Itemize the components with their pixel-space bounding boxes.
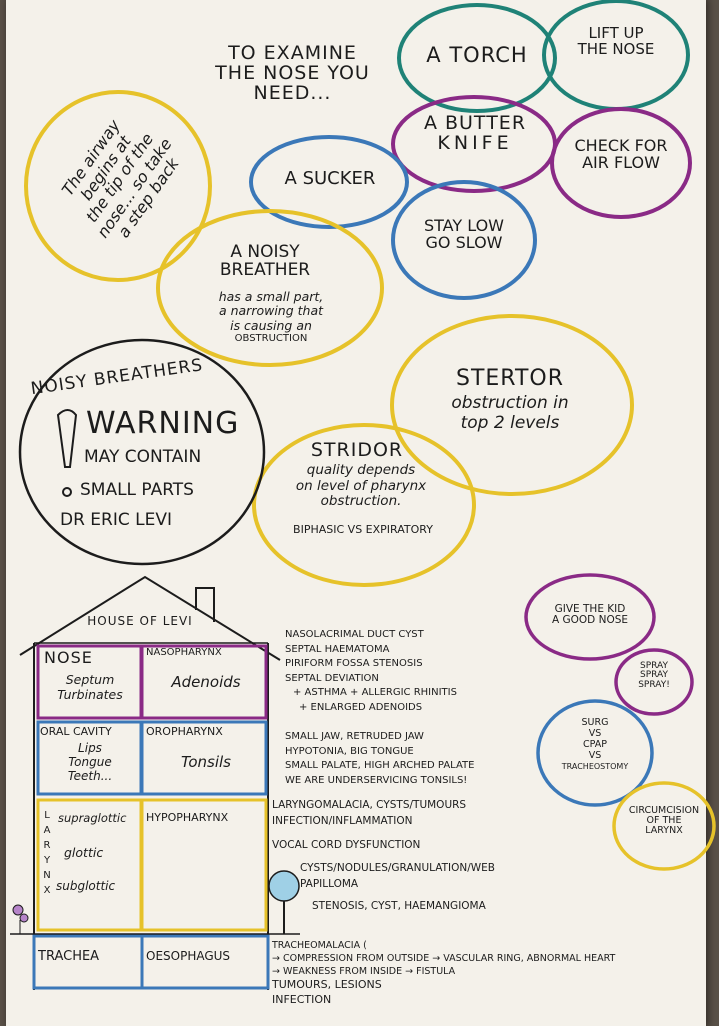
hypopharynx-label: HYPOPHARYNX: [146, 811, 229, 824]
notes-nose: NASOLACRIMAL DUCT CYST SEPTAL HAEMATOMA …: [285, 629, 457, 713]
stridor-foot: BIPHASIC VS EXPIRATORY: [293, 523, 433, 536]
exclamation-mark: [56, 409, 78, 468]
spray-bubble: [614, 648, 694, 716]
nose-label: NOSE: [44, 648, 93, 667]
sucker-bubble: [249, 135, 409, 229]
house-chimney: [195, 587, 215, 622]
noisy-breather-bubble: [156, 209, 384, 367]
circumcision-bubble: [612, 781, 716, 871]
oral-cavity-label: ORAL CAVITY: [40, 725, 112, 738]
stridor-body: quality depends on level of pharynx obst…: [295, 462, 427, 510]
larynx-glottic: glottic: [64, 845, 104, 860]
larynx-subglottic: subglottic: [56, 879, 116, 893]
oropharynx-sub: Tonsils: [181, 753, 231, 771]
stertor-bubble: [390, 314, 634, 496]
oesophagus-label: OESOPHAGUS: [146, 949, 231, 963]
trachea-label: TRACHEA: [38, 949, 100, 964]
torch-bubble: [397, 3, 557, 113]
notes-trachea: TRACHEOMALACIA ( → COMPRESSION FROM OUTS…: [272, 940, 616, 1007]
airway-bubble: [24, 90, 212, 282]
stertor-title: STERTOR: [455, 366, 565, 391]
warning-line-parts: SMALL PARTS: [80, 480, 194, 500]
warning-author: DR ERIC LEVI: [60, 510, 173, 530]
surg-bubble: [536, 699, 654, 807]
stridor-title: STRIDOR: [310, 439, 404, 461]
warning-bubble: [18, 338, 266, 566]
give-kid-bubble: [524, 573, 656, 661]
warning-word: WARNING: [86, 406, 240, 441]
nasopharynx-sub: Adenoids: [171, 673, 241, 691]
nasopharynx-label: NASOPHARYNX: [146, 647, 222, 658]
airflow-bubble: [550, 107, 692, 219]
oropharynx-label: OROPHARYNX: [146, 725, 223, 738]
flashcard: [6, 0, 706, 1026]
stridor-bubble: [252, 423, 476, 587]
notes-larynx: LARYNGOMALACIA, CYSTS/TUMOURS INFECTION/…: [272, 799, 495, 912]
header-title: TO EXAMINE THE NOSE YOU NEED...: [215, 42, 370, 104]
stay-low-bubble: [391, 180, 537, 300]
house-roof: [19, 575, 281, 661]
sucker-text: A SUCKER: [284, 168, 376, 189]
larynx-supraglottic: supraglottic: [58, 811, 127, 825]
notes-oral: SMALL JAW, RETRUDED JAW HYPOTONIA, BIG T…: [285, 731, 475, 786]
house-title: HOUSE OF LEVI: [87, 614, 193, 628]
warning-line-contain: MAY CONTAIN: [84, 447, 202, 467]
tree-canopy: [268, 870, 300, 902]
noisy-breather-body: has a small part, a narrowing that is ca…: [218, 289, 324, 345]
flower: [12, 904, 24, 916]
torch-text: A TORCH: [426, 43, 528, 67]
